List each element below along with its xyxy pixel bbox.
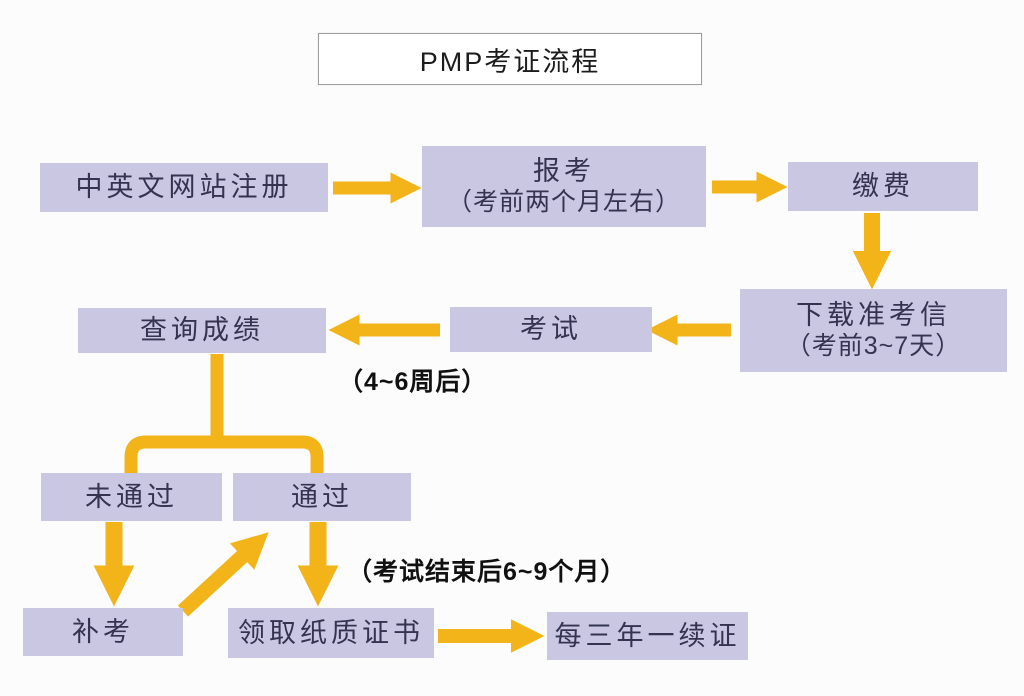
node-get-cert: 领取纸质证书 xyxy=(228,608,434,658)
node-register-label: 中英文网站注册 xyxy=(75,172,293,203)
branch-fork-fail-pass xyxy=(124,435,324,474)
node-retake: 补考 xyxy=(23,608,183,656)
node-check-score-label: 查询成绩 xyxy=(140,315,264,346)
node-pay: 缴费 xyxy=(788,162,978,211)
node-apply-label: 报考 xyxy=(533,155,595,186)
node-fail: 未通过 xyxy=(41,473,222,521)
node-retake-label: 补考 xyxy=(72,616,134,647)
node-register: 中英文网站注册 xyxy=(40,163,328,212)
node-renew-label: 每三年一续证 xyxy=(554,620,741,651)
node-exam-label: 考试 xyxy=(520,314,582,345)
flowchart-title-box: PMP考证流程 xyxy=(318,33,702,85)
note-weeks-after-exam: （4~6周后） xyxy=(338,368,488,396)
node-pass: 通过 xyxy=(233,473,411,521)
node-apply-sublabel: （考前两个月左右） xyxy=(446,188,681,217)
node-pay-label: 缴费 xyxy=(852,171,914,202)
node-check-score: 查询成绩 xyxy=(78,308,326,353)
node-get-cert-label: 领取纸质证书 xyxy=(238,617,424,648)
node-apply: 报考 （考前两个月左右） xyxy=(422,146,706,227)
arrow-retake-to-pass xyxy=(177,532,269,617)
node-pass-label: 通过 xyxy=(291,481,353,512)
flowchart-title: PMP考证流程 xyxy=(419,46,601,77)
node-download: 下载准考信 （考前3~7天） xyxy=(740,289,1007,372)
node-fail-label: 未通过 xyxy=(85,481,178,512)
note-months-after-exam: （考试结束后6~9个月） xyxy=(347,558,627,586)
node-download-sublabel: （考前3~7天） xyxy=(785,332,962,361)
node-download-label: 下载准考信 xyxy=(796,299,951,330)
node-renew: 每三年一续证 xyxy=(547,612,748,660)
node-exam: 考试 xyxy=(450,307,652,352)
